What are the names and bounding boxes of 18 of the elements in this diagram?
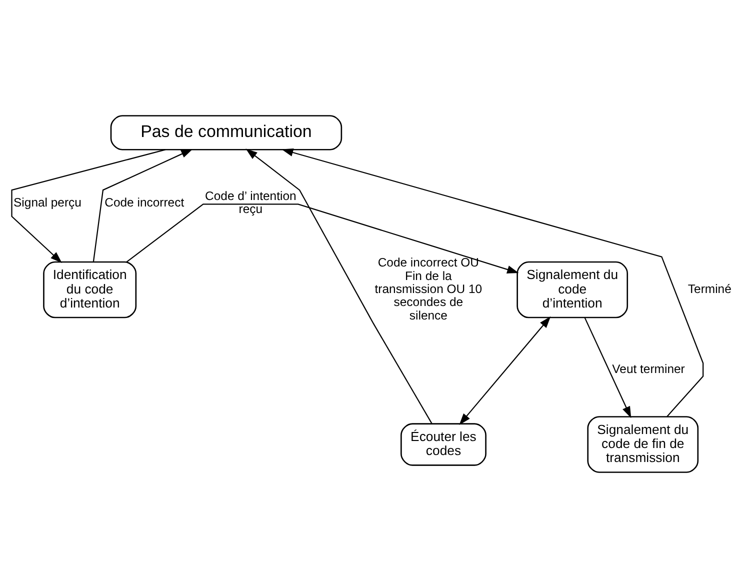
node-box: Écouter les codes xyxy=(400,423,486,466)
edge-label: Code d’ intention reçu xyxy=(205,188,296,216)
edge-label: Signal perçu xyxy=(14,195,82,210)
edge-label: Terminé xyxy=(688,282,732,296)
arrow xyxy=(11,149,166,264)
arrow xyxy=(459,316,551,425)
arrow xyxy=(584,317,632,418)
edge-label: Veut terminer xyxy=(612,362,685,376)
edge-label: Code incorrect OU Fin de la transmission OU 10 secondes de silence xyxy=(374,256,482,322)
arrow xyxy=(246,148,432,424)
node-box: Signalement du code d’intention xyxy=(516,261,628,318)
arrow xyxy=(282,148,704,417)
edge-label: Code incorrect xyxy=(104,195,184,210)
node-box: Identification du code d’intention xyxy=(43,261,137,318)
arrow xyxy=(92,148,193,262)
arrow xyxy=(126,204,519,274)
node-box: Signalement du code de fin de transmission xyxy=(587,416,699,473)
node-box: Pas de communication xyxy=(110,115,342,150)
